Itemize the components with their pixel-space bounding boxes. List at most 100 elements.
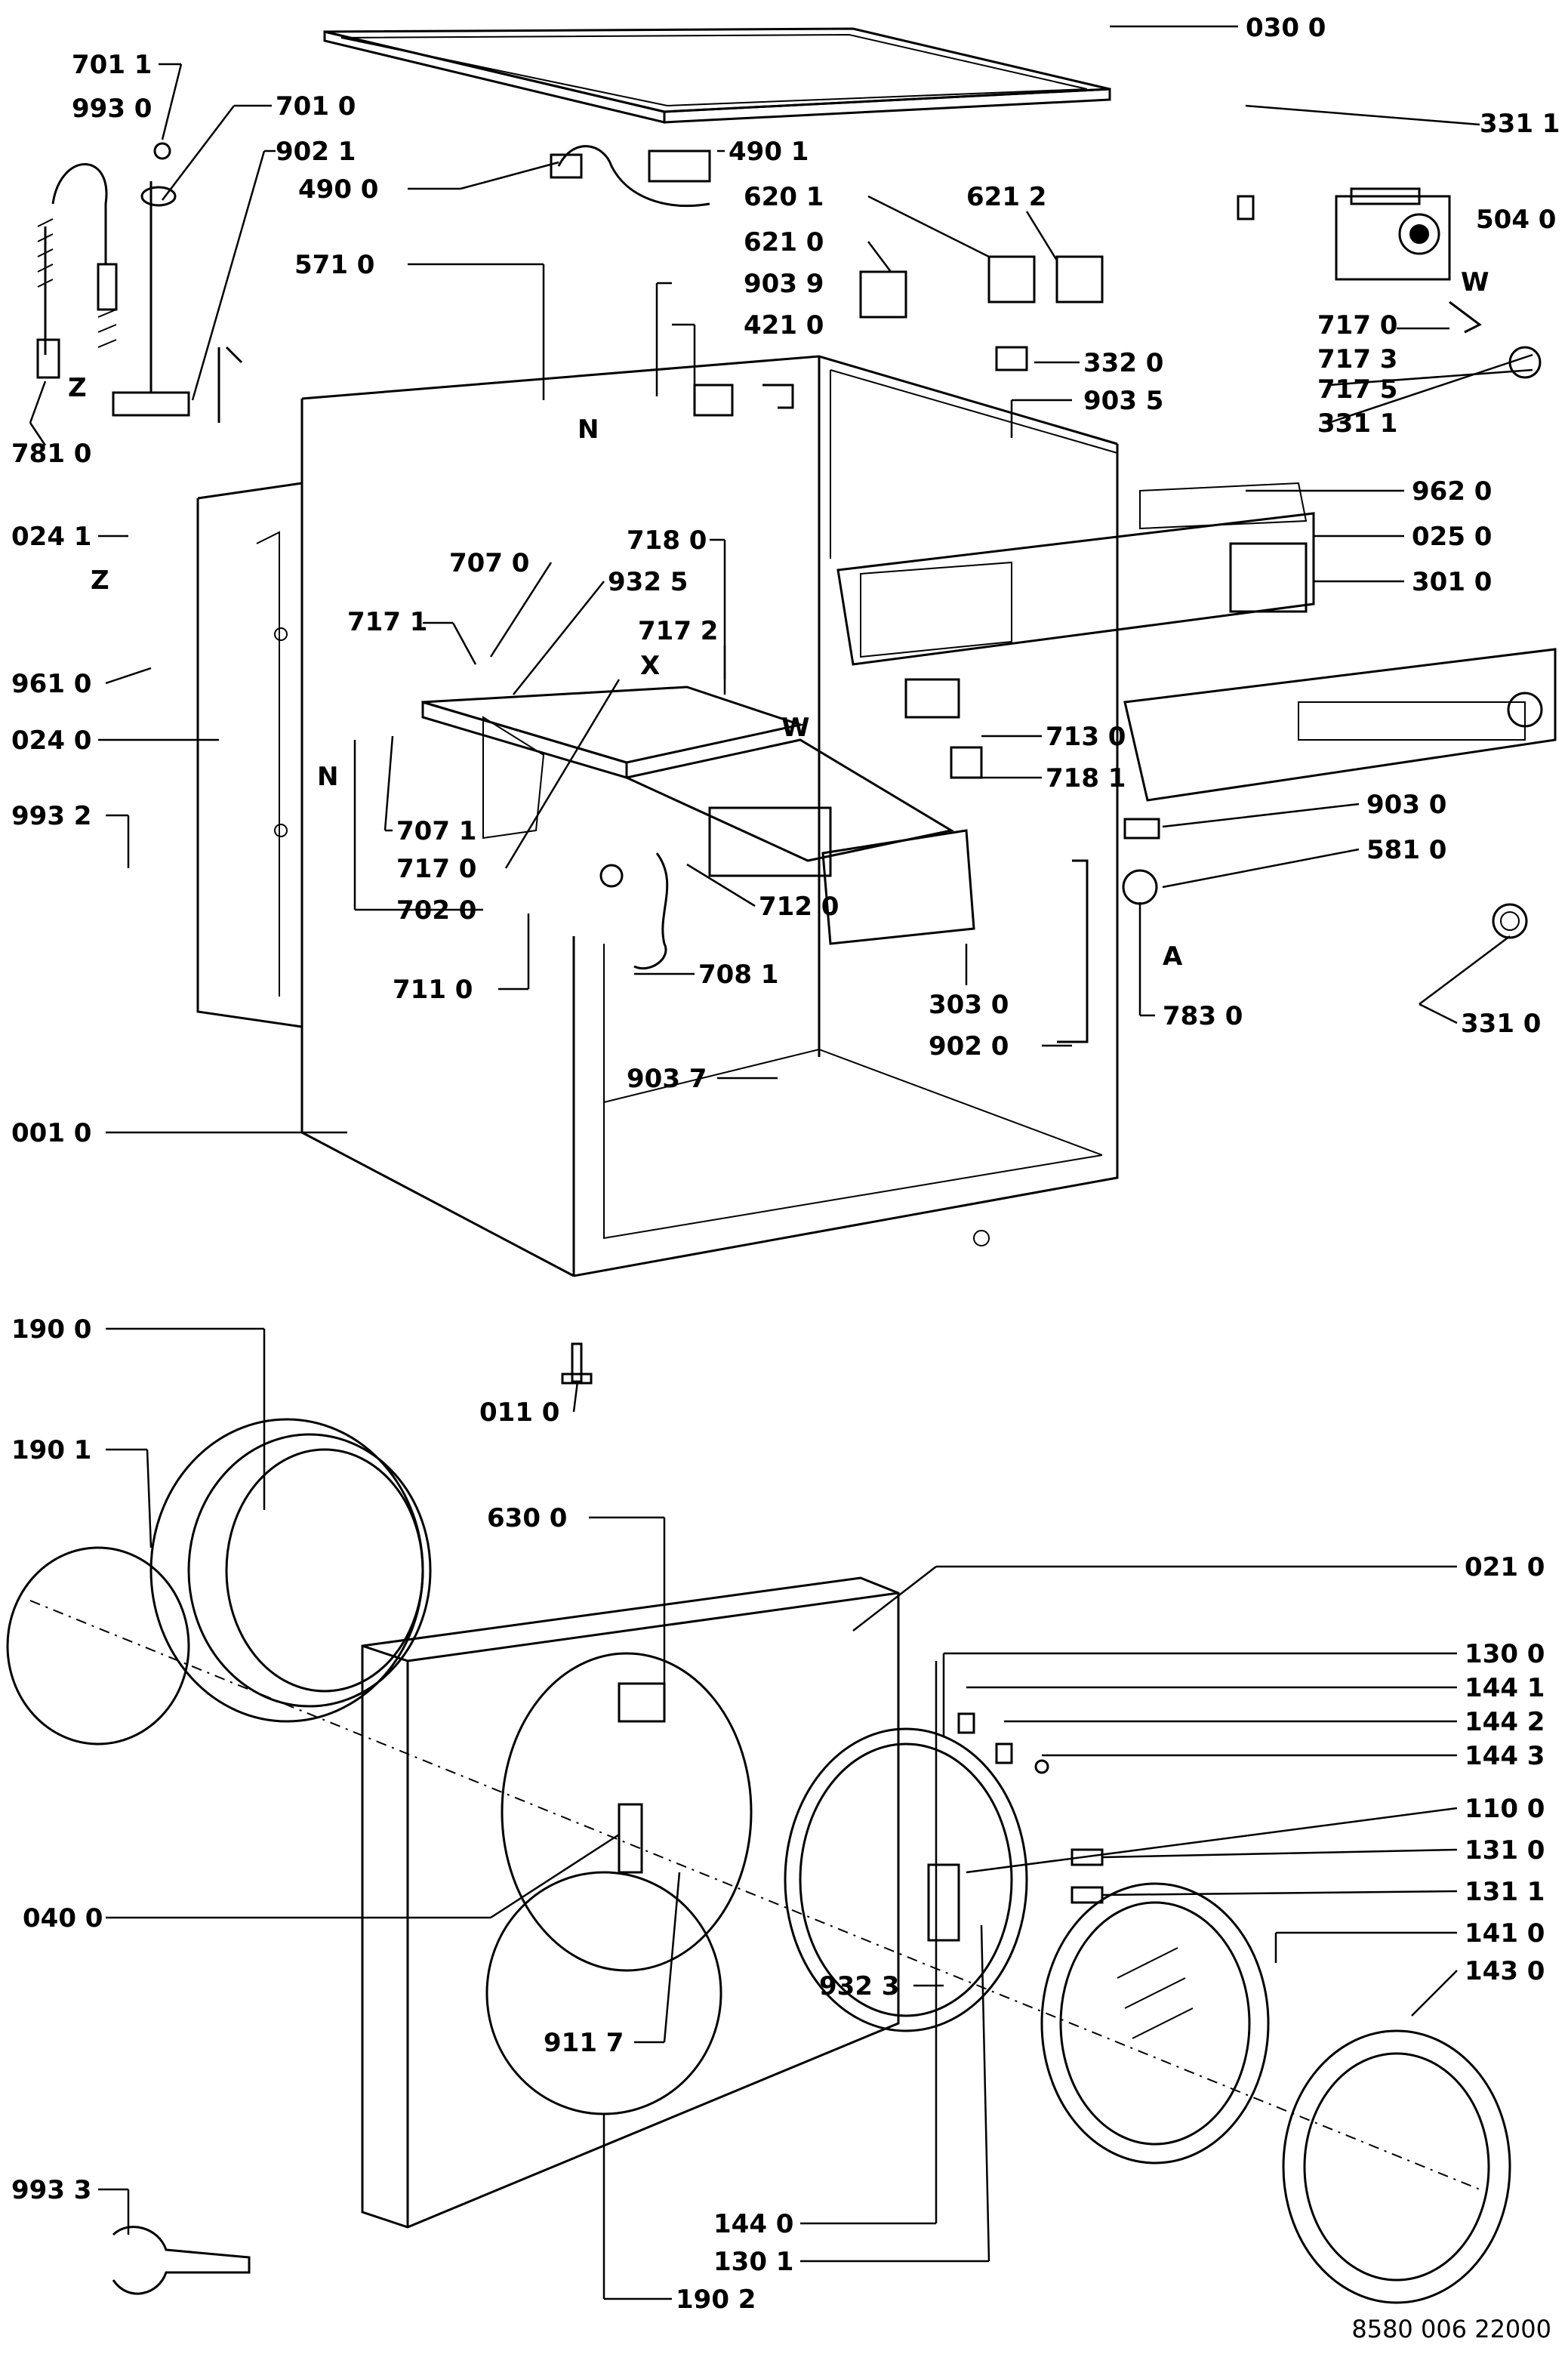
inlet-hose [36, 142, 243, 423]
detergent-dispenser [421, 686, 975, 970]
label-717-2: 717 2 [638, 616, 718, 646]
label-711-0: 711 0 [393, 975, 473, 1005]
label-024-0: 024 0 [11, 726, 91, 756]
label-024-1: 024 1 [11, 522, 91, 552]
label-190-1: 190 1 [11, 1435, 91, 1465]
worktop-cover [323, 27, 1111, 124]
label-993-3: 993 3 [11, 2175, 91, 2205]
marker-w-dispenser: W [781, 713, 810, 743]
label-301-0: 301 0 [1412, 567, 1492, 597]
label-001-0: 001 0 [11, 1118, 91, 1148]
label-781-0: 781 0 [11, 439, 91, 469]
label-144-1: 144 1 [1465, 1673, 1545, 1703]
label-331-0: 331 0 [1461, 1009, 1541, 1039]
label-144-3: 144 3 [1465, 1741, 1545, 1771]
side-panel [196, 482, 303, 1028]
label-903-5: 903 5 [1083, 386, 1163, 416]
label-630-0: 630 0 [487, 1503, 567, 1533]
label-932-5: 932 5 [608, 567, 688, 597]
label-504-0: 504 0 [1476, 205, 1556, 235]
label-903-7: 903 7 [627, 1064, 707, 1094]
label-011-0: 011 0 [479, 1397, 559, 1428]
door-glass-and-ring [1040, 1882, 1511, 2304]
label-708-1: 708 1 [698, 960, 778, 990]
programme-timer [1237, 187, 1542, 379]
label-421-0: 421 0 [744, 310, 824, 340]
label-144-2: 144 2 [1465, 1707, 1545, 1737]
label-141-0: 141 0 [1465, 1918, 1545, 1949]
label-717-0-left: 717 0 [396, 854, 476, 884]
label-713-0: 713 0 [1046, 722, 1126, 752]
label-702-0: 702 0 [396, 895, 476, 926]
label-993-0: 993 0 [72, 94, 152, 124]
label-701-0: 701 0 [276, 91, 356, 122]
label-707-0: 707 0 [449, 548, 529, 578]
label-621-0: 621 0 [744, 227, 824, 257]
door-seal-gasket [6, 1418, 1480, 2190]
label-701-1: 701 1 [72, 50, 152, 80]
label-131-0: 131 0 [1465, 1835, 1545, 1866]
label-993-2: 993 2 [11, 801, 91, 831]
label-130-1: 130 1 [713, 2247, 793, 2277]
label-130-0: 130 0 [1465, 1639, 1545, 1669]
label-620-1: 620 1 [744, 182, 824, 212]
label-621-2: 621 2 [966, 182, 1046, 212]
label-717-3: 717 3 [1317, 344, 1397, 374]
label-040-0: 040 0 [23, 1903, 103, 1933]
label-131-1: 131 1 [1465, 1877, 1545, 1907]
marker-x: X [640, 651, 660, 681]
label-717-0-right: 717 0 [1317, 310, 1397, 340]
label-783-0: 783 0 [1163, 1001, 1243, 1031]
leader-lines [29, 25, 1533, 2300]
marker-a: A [1163, 941, 1183, 972]
marker-z-side: Z [91, 565, 109, 596]
label-490-1: 490 1 [729, 137, 809, 167]
label-718-1: 718 1 [1046, 763, 1126, 793]
part-labels: 030 0 331 1 701 1 993 0 701 0 902 1 490 … [11, 13, 1560, 2315]
label-143-0: 143 0 [1465, 1956, 1545, 1986]
label-717-1: 717 1 [347, 607, 427, 637]
pcb-modules [693, 255, 1104, 417]
label-961-0: 961 0 [11, 669, 91, 699]
label-331-1-top: 331 1 [1480, 109, 1560, 139]
label-030-0: 030 0 [1246, 13, 1326, 43]
label-712-0: 712 0 [759, 892, 839, 922]
letter-markers: W Z N Z X W N A [68, 267, 1489, 972]
drawing-reference-code: 8580 006 22000 [1351, 2315, 1551, 2343]
control-panel [836, 482, 1557, 802]
label-144-0: 144 0 [713, 2209, 793, 2239]
label-490-0: 490 0 [298, 174, 378, 205]
label-902-0: 902 0 [929, 1031, 1009, 1061]
label-025-0: 025 0 [1412, 522, 1492, 552]
door-frame [784, 1712, 1104, 2032]
label-911-7: 911 7 [544, 2028, 624, 2058]
label-932-3: 932 3 [819, 1971, 899, 2001]
service-wrench [112, 2226, 251, 2295]
label-902-1: 902 1 [276, 137, 356, 167]
label-707-1: 707 1 [396, 816, 476, 846]
marker-w-top-right: W [1461, 267, 1489, 297]
marker-z-hose: Z [68, 373, 87, 403]
label-962-0: 962 0 [1412, 476, 1492, 507]
label-571-0: 571 0 [294, 250, 374, 280]
leveling-foot [561, 1342, 593, 1385]
marker-n-left: N [317, 762, 338, 792]
label-110-0: 110 0 [1465, 1794, 1545, 1824]
front-panel [361, 1576, 900, 2229]
label-021-0: 021 0 [1465, 1552, 1545, 1582]
dispenser-small-parts [904, 678, 1528, 1043]
wiring-filter [550, 145, 711, 208]
label-903-9: 903 9 [744, 269, 824, 299]
label-190-2: 190 2 [676, 2285, 756, 2315]
label-718-0: 718 0 [627, 525, 707, 556]
label-190-0: 190 0 [11, 1314, 91, 1345]
label-331-1-right: 331 1 [1317, 408, 1397, 439]
label-717-5: 717 5 [1317, 374, 1397, 405]
marker-n-top: N [578, 414, 599, 445]
label-303-0: 303 0 [929, 990, 1009, 1020]
label-332-0: 332 0 [1083, 348, 1163, 378]
label-581-0: 581 0 [1366, 835, 1446, 865]
label-903-0: 903 0 [1366, 790, 1446, 820]
